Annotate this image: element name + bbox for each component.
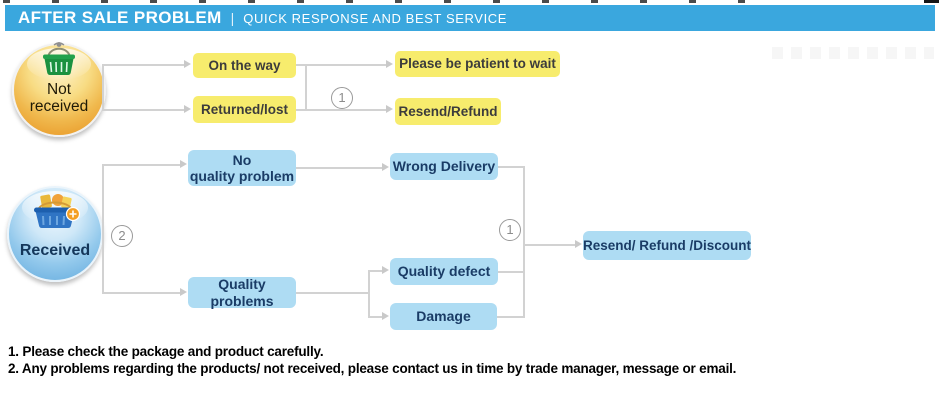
connector-line-h xyxy=(296,64,386,66)
banner-separator: | xyxy=(230,10,235,26)
node-label: Not received xyxy=(29,81,89,115)
arrow-right-icon xyxy=(382,163,389,171)
connector-line-h xyxy=(523,244,575,246)
connector-line-v xyxy=(523,166,525,318)
connector-line-h xyxy=(368,270,382,272)
arrow-right-icon xyxy=(184,105,191,113)
node-quality-problems: Quality problems xyxy=(188,276,296,309)
connector-line-h xyxy=(498,166,525,168)
node-resend-refund-discount: Resend/ Refund /Discount xyxy=(583,231,751,260)
node-returned-lost: Returned/lost xyxy=(193,96,296,123)
connector-line-v xyxy=(368,270,370,318)
banner-subtitle: QUICK RESPONSE AND BEST SERVICE xyxy=(243,10,508,26)
node-label: Received xyxy=(19,242,91,259)
connector-line-h xyxy=(296,167,382,169)
arrow-right-icon xyxy=(184,60,191,68)
connector-line-h xyxy=(368,316,382,318)
arrow-right-icon xyxy=(180,160,187,168)
step-marker-circle: 1 xyxy=(331,87,353,109)
connector-line-v xyxy=(102,64,104,111)
connector-line-h xyxy=(497,316,525,318)
connector-line-h xyxy=(102,109,185,111)
node-on-the-way: On the way xyxy=(193,53,296,78)
arrow-right-icon xyxy=(386,60,393,68)
blue-shopping-basket-icon xyxy=(34,194,81,229)
connector-line-h xyxy=(102,292,180,294)
node-no-quality-problem: No quality problem xyxy=(188,150,296,186)
arrow-right-icon xyxy=(382,312,389,320)
faint-print-artifact xyxy=(772,47,934,59)
connector-line-h xyxy=(498,271,525,273)
node-received: Received xyxy=(7,186,103,282)
node-resend-refund: Resend/Refund xyxy=(395,98,501,125)
note-line-2: 2. Any problems regarding the products/ … xyxy=(8,361,737,376)
cropped-text-artifact xyxy=(3,0,768,3)
node-damage: Damage xyxy=(390,303,497,330)
node-wrong-delivery: Wrong Delivery xyxy=(390,153,498,180)
footer-notes: 1. Please check the package and product … xyxy=(8,343,736,377)
connector-line-h xyxy=(296,292,370,294)
header-banner: AFTER SALE PROBLEM | QUICK RESPONSE AND … xyxy=(5,5,935,31)
connector-line-h xyxy=(102,164,180,166)
step-marker-circle: 1 xyxy=(499,219,521,241)
arrow-right-icon xyxy=(180,288,187,296)
node-be-patient: Please be patient to wait xyxy=(395,51,560,77)
node-not-received: Not received xyxy=(12,42,106,137)
arrow-right-icon xyxy=(575,240,582,248)
connector-line-h xyxy=(296,109,386,111)
node-quality-defect: Quality defect xyxy=(390,258,498,285)
arrow-right-icon xyxy=(386,105,393,113)
connector-line-h xyxy=(102,64,185,66)
connector-line-v xyxy=(305,64,307,111)
banner-title: AFTER SALE PROBLEM xyxy=(18,8,222,27)
green-shopping-basket-icon xyxy=(43,42,75,76)
cropped-text-artifact xyxy=(924,0,939,3)
arrow-right-icon xyxy=(382,266,389,274)
connector-line-v xyxy=(102,164,104,294)
note-line-1: 1. Please check the package and product … xyxy=(8,344,324,359)
step-marker-circle: 2 xyxy=(111,225,133,247)
